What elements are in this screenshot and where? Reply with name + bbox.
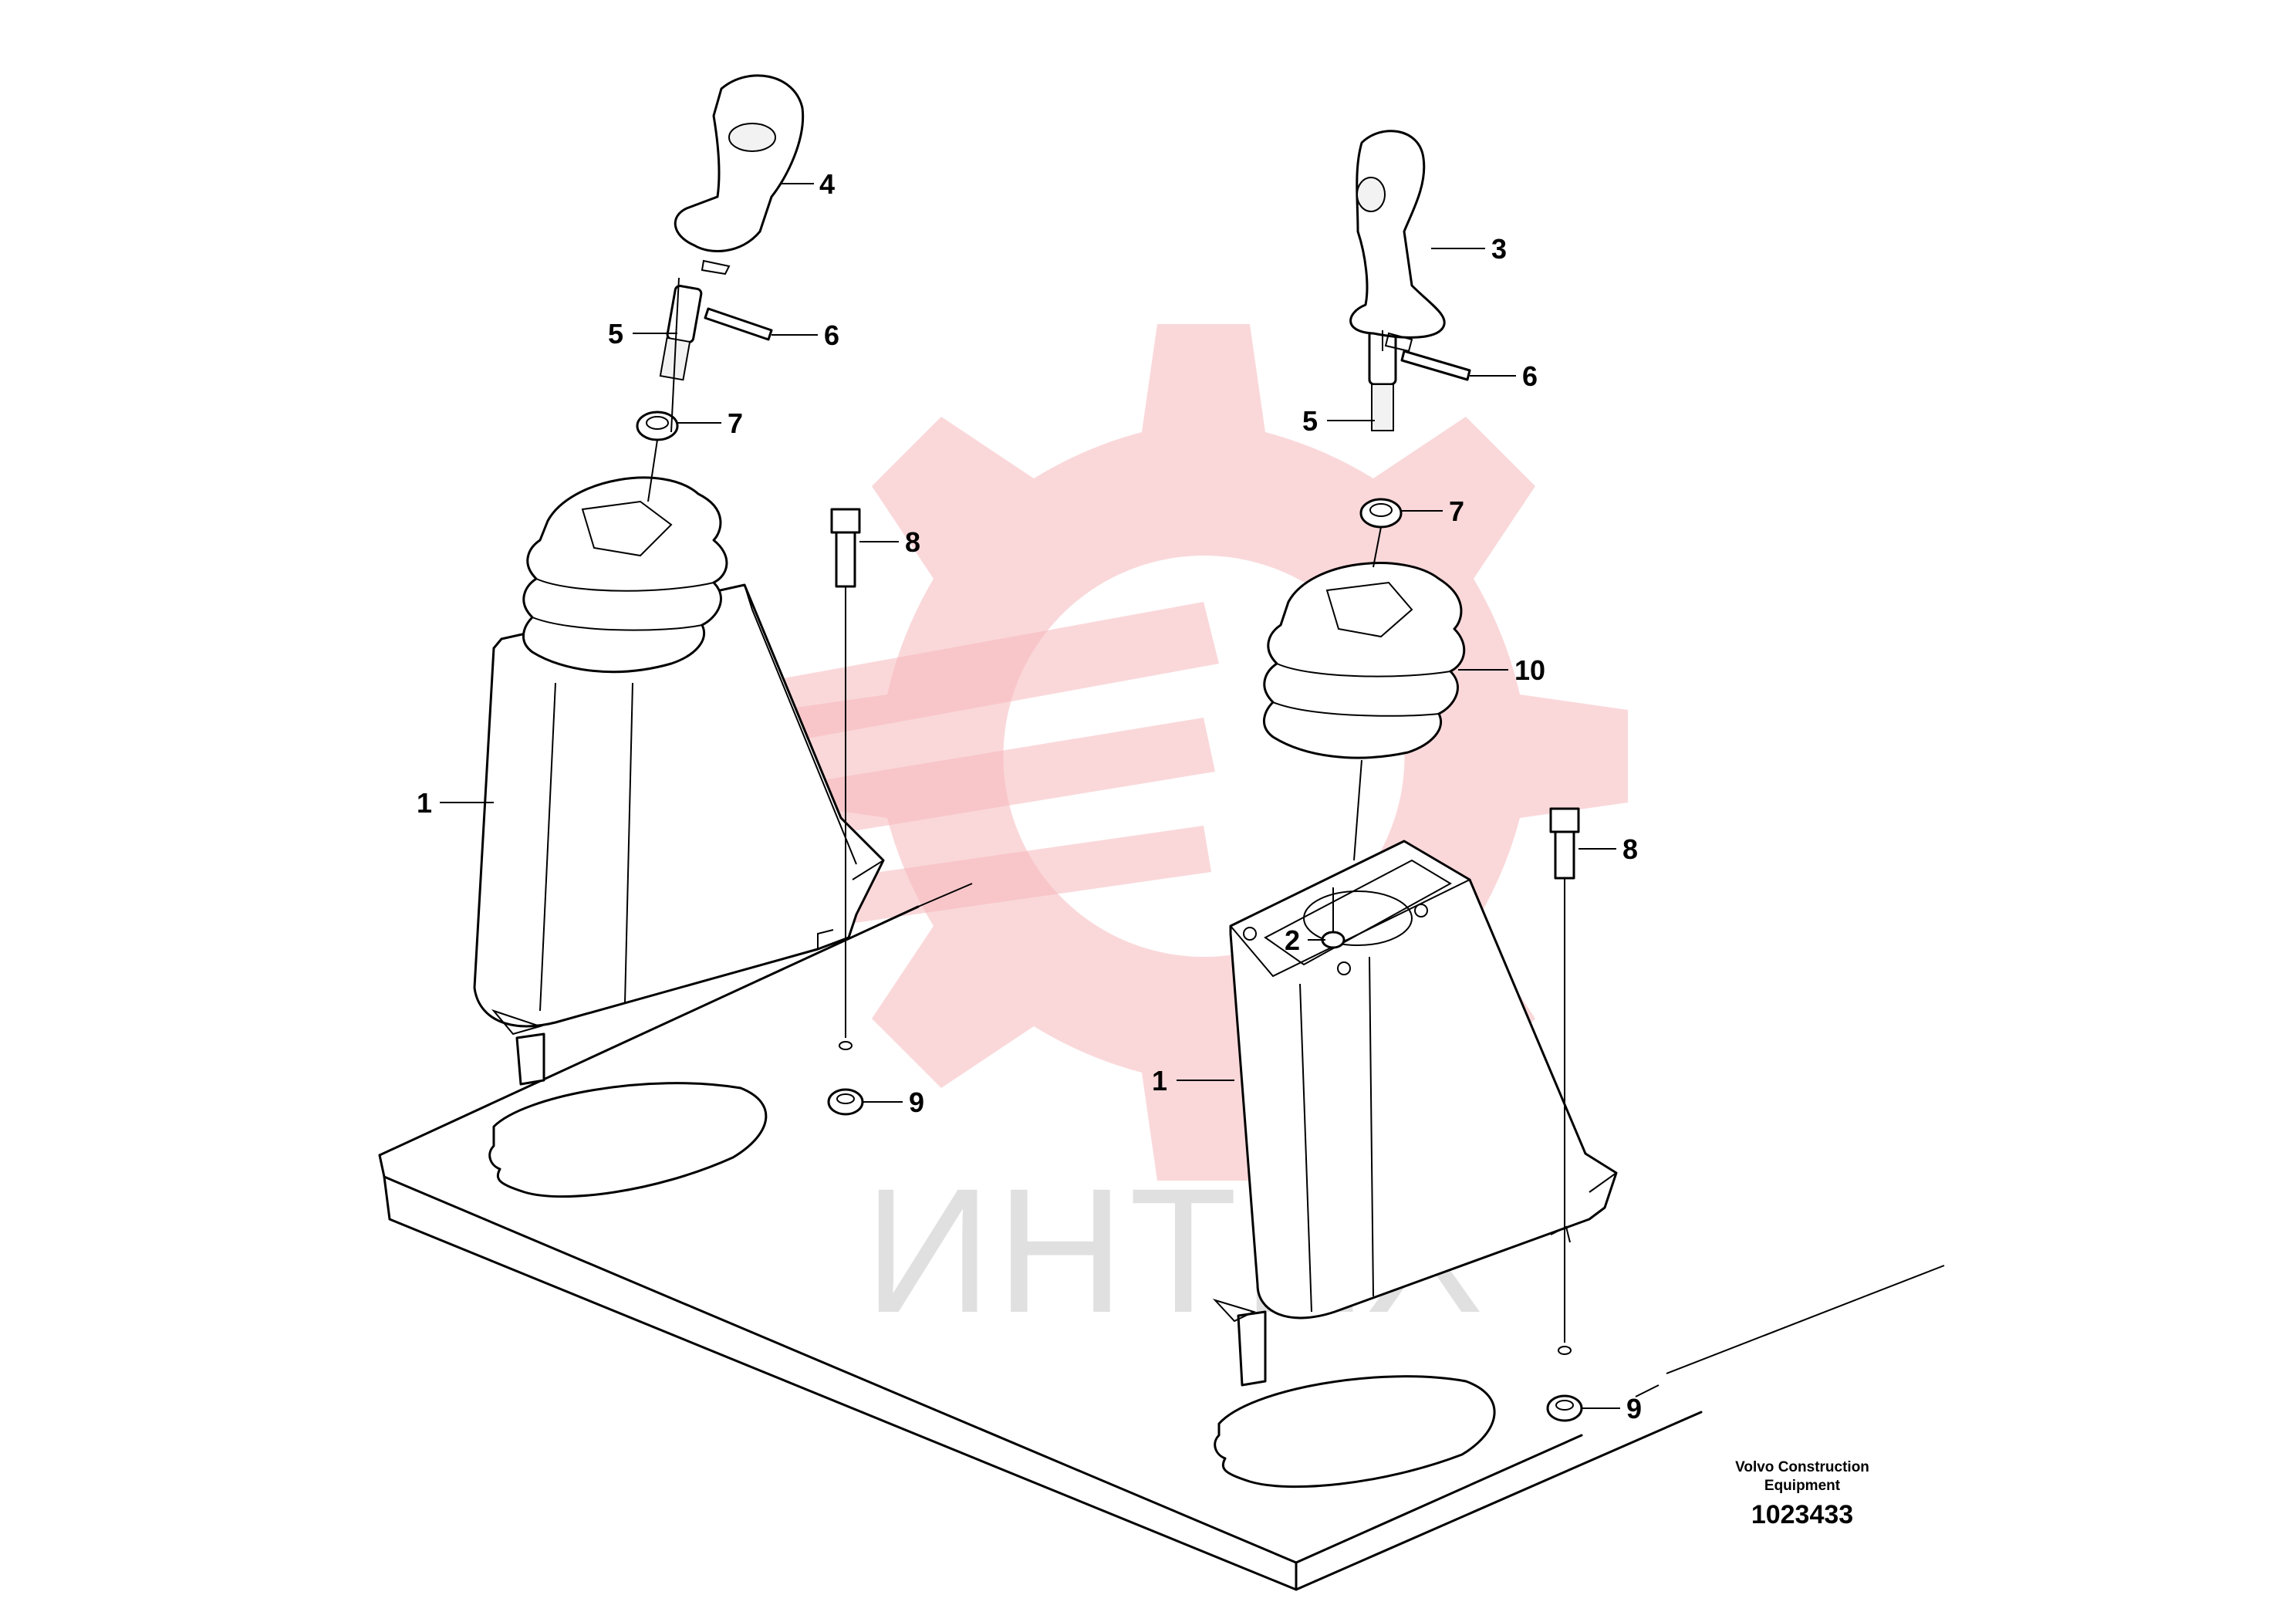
manufacturer-label: Volvo Construction Equipment <box>1735 1459 1869 1494</box>
callout-right-shaft: 5 <box>1302 405 1318 437</box>
callout-right-screw: 2 <box>1285 924 1300 956</box>
left-connector <box>515 1032 545 1086</box>
right-control-assembly <box>1212 130 1618 1422</box>
callout-left-handle: 4 <box>819 168 835 200</box>
callout-right-nut: 7 <box>1449 495 1464 527</box>
callout-left-nut: 7 <box>728 407 743 439</box>
callout-right-housing: 1 <box>1152 1065 1167 1097</box>
left-handle <box>674 74 805 252</box>
left-boot <box>522 476 728 674</box>
callout-left-shaft: 5 <box>608 318 623 350</box>
right-boot <box>1263 562 1466 759</box>
right-screw <box>1321 931 1346 949</box>
left-shaft <box>666 285 703 343</box>
left-bolt-nut <box>827 1088 864 1116</box>
callout-labels: 1 1 2 3 4 5 5 6 6 7 7 8 8 9 9 10 <box>417 168 1642 1424</box>
right-pin <box>1400 350 1471 381</box>
left-control-assembly <box>473 74 885 1116</box>
callout-right-pin: 6 <box>1522 360 1538 392</box>
callout-right-bolt-nut: 9 <box>1626 1393 1642 1424</box>
callout-right-bolt: 8 <box>1622 833 1638 865</box>
left-pin <box>704 307 773 341</box>
right-bolt-nut <box>1546 1394 1583 1422</box>
callout-left-bolt: 8 <box>905 526 920 558</box>
base-plate <box>378 883 1945 1591</box>
callout-right-boot: 10 <box>1514 654 1545 686</box>
drawing-footer: Volvo Construction Equipment 1023433 <box>1710 1458 1895 1530</box>
left-housing <box>473 583 885 1028</box>
right-handle <box>1349 130 1446 339</box>
right-housing <box>1229 840 1618 1320</box>
left-bolt <box>830 508 861 534</box>
callout-left-pin: 6 <box>824 319 839 351</box>
document-number: 1023433 <box>1751 1500 1854 1529</box>
leader-lines <box>440 183 1620 1409</box>
right-connector <box>1237 1310 1267 1387</box>
callout-left-bolt-nut: 9 <box>909 1086 924 1118</box>
callout-left-housing: 1 <box>417 787 432 819</box>
right-bolt <box>1549 807 1580 833</box>
callout-right-handle: 3 <box>1491 233 1507 265</box>
